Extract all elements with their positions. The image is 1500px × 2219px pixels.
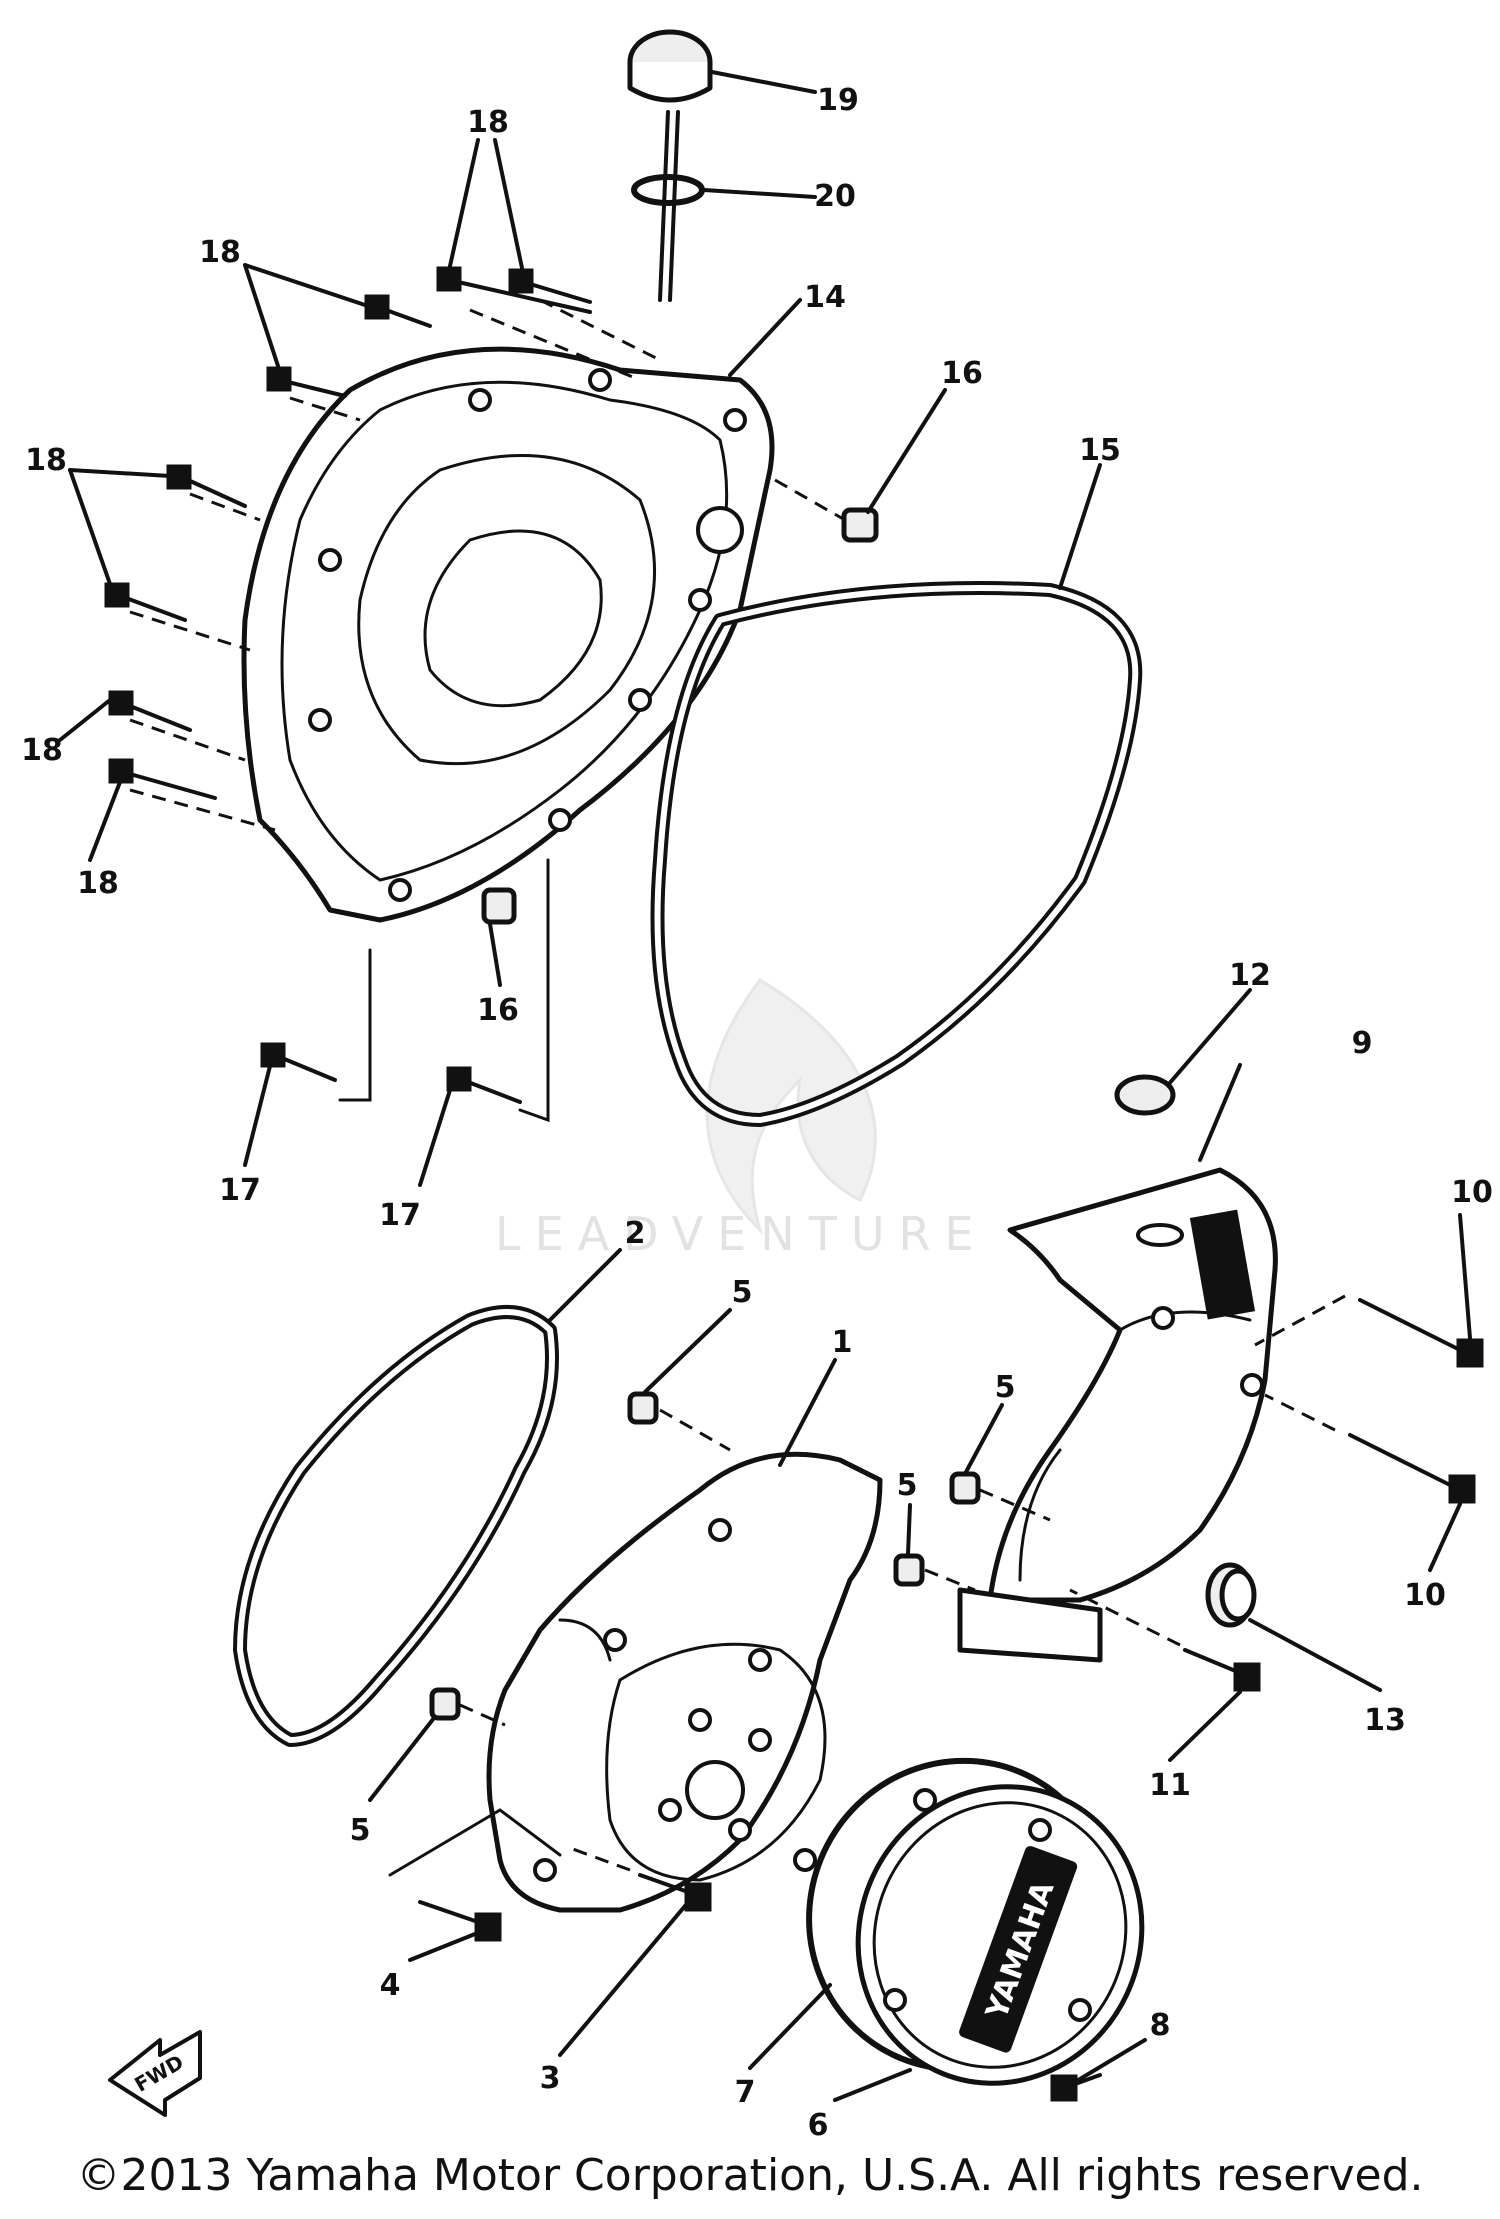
bolt-10-1 <box>1358 1298 1484 1368</box>
callout-18-lower-left: 18 <box>21 733 63 768</box>
part-2-gasket-left <box>233 1305 559 1747</box>
dowel-5-b <box>949 1471 981 1505</box>
part-5-dowel-pins <box>429 1391 1051 1727</box>
bolt-10-2 <box>1348 1433 1476 1504</box>
callout-10-lower: 10 <box>1404 1578 1446 1613</box>
part-3-bolt <box>569 1846 712 1912</box>
callout-17-left: 17 <box>219 1173 261 1208</box>
callout-1: 1 <box>832 1325 853 1360</box>
callout-17-right: 17 <box>379 1198 421 1233</box>
part-6-yamaha-cover: YAMAHA <box>855 1784 1145 2086</box>
callout-5-d: 5 <box>350 1813 371 1848</box>
callout-7: 7 <box>735 2075 756 2110</box>
bolt-18-2 <box>508 268 592 304</box>
callout-10-upper: 10 <box>1451 1175 1493 1210</box>
part-10-bolts <box>1254 1294 1484 1504</box>
fwd-arrow: FWD <box>108 2030 202 2117</box>
copyright-notice: ©2013 Yamaha Motor Corporation, U.S.A. A… <box>76 2150 1424 2201</box>
callout-15: 15 <box>1079 433 1121 468</box>
dowel-5-d <box>429 1687 461 1721</box>
bolt-17-1 <box>260 1042 337 1082</box>
part-1-crankcase-cover-left <box>486 1451 883 1913</box>
part-9-chain-case-cover <box>957 1167 1278 1663</box>
callout-18-left: 18 <box>25 443 67 478</box>
callout-6: 6 <box>808 2108 829 2143</box>
bolt-18-5 <box>166 464 247 508</box>
callout-19: 19 <box>817 83 859 118</box>
dowel-5-c <box>893 1553 925 1587</box>
bolt-17-2 <box>446 1066 522 1104</box>
callout-2: 2 <box>625 1216 646 1251</box>
part-4-bolt <box>388 1808 562 1942</box>
callout-5-a: 5 <box>732 1275 753 1310</box>
part-14-crankcase-cover-right <box>241 346 775 923</box>
bolt-18-8 <box>108 758 217 800</box>
callout-18-upper-left: 18 <box>199 235 241 270</box>
callout-3: 3 <box>540 2061 561 2096</box>
callout-numbers: 19 20 18 18 18 18 18 14 16 15 16 17 17 1… <box>21 83 1493 2143</box>
bolt-18-4 <box>266 366 347 398</box>
bolt-18-3 <box>364 294 432 328</box>
watermark-text: LEADVENTURE <box>495 1207 988 1261</box>
part-8-screw <box>1050 2073 1102 2102</box>
part-12-grommet <box>1114 1074 1176 1116</box>
yamaha-badge <box>959 1846 1078 2053</box>
dowel-16-upper <box>841 507 879 543</box>
part-11-bolt <box>1069 1588 1261 1692</box>
bolt-18-6 <box>104 582 187 622</box>
part-19-oil-filler-cap <box>627 29 713 302</box>
dowel-5-a <box>627 1391 659 1425</box>
part-17-bolts <box>260 858 550 1123</box>
watermark: LEADVENTURE <box>495 978 988 1261</box>
part-18-bolts <box>104 266 661 832</box>
callout-18-bottom: 18 <box>77 866 119 901</box>
callout-18-top: 18 <box>467 105 509 140</box>
callout-13: 13 <box>1364 1703 1406 1738</box>
callout-5-b: 5 <box>995 1370 1016 1405</box>
callout-14: 14 <box>804 280 846 315</box>
callout-16-upper: 16 <box>941 356 983 391</box>
callout-11: 11 <box>1149 1768 1191 1803</box>
bolt-18-1 <box>436 266 592 314</box>
callout-12: 12 <box>1229 958 1271 993</box>
callout-16-lower: 16 <box>477 993 519 1028</box>
callout-5-c: 5 <box>897 1468 918 1503</box>
callout-20: 20 <box>814 179 856 214</box>
part-13-plug <box>1205 1562 1257 1628</box>
callout-9: 9 <box>1352 1026 1373 1061</box>
callout-8: 8 <box>1150 2008 1171 2043</box>
dowel-16-lower <box>481 887 517 925</box>
part-20-o-ring <box>631 174 705 206</box>
part-16-dowel-pins <box>481 478 879 925</box>
leader-lines <box>58 70 1472 2102</box>
part-15-gasket-right <box>650 581 1143 1127</box>
callout-4: 4 <box>380 1968 401 2003</box>
bolt-18-7 <box>108 690 192 732</box>
